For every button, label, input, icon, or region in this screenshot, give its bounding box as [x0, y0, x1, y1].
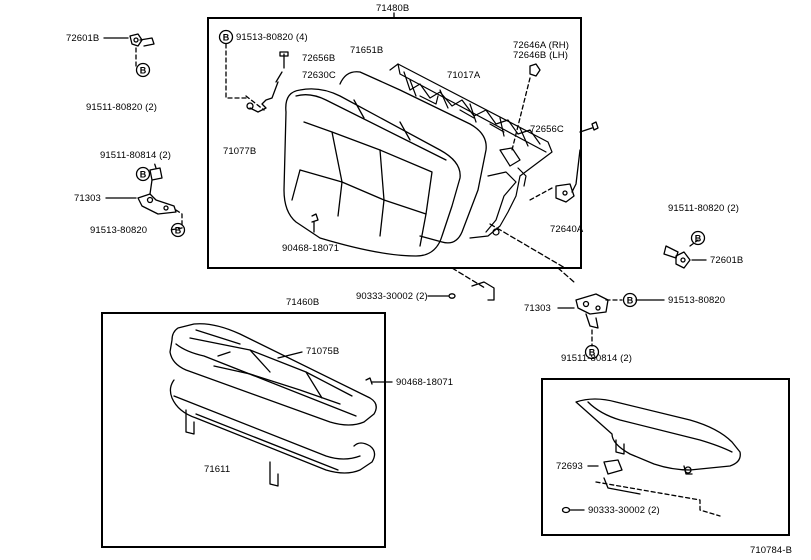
part-label-91513-80820-4: 91513-80820 (4)	[236, 32, 308, 43]
part-label-91513-80820-left: 91513-80820	[90, 225, 148, 236]
part-label-71651B: 71651B	[350, 45, 384, 56]
bolt-72656C	[579, 121, 599, 133]
callout-b-5: B	[695, 234, 702, 244]
part-label-90468-18071-lower: 90468-18071	[396, 377, 454, 388]
hinge-71303-left	[137, 167, 177, 215]
striker-72640A	[555, 149, 581, 203]
seat-cushion-71075B	[169, 323, 377, 426]
part-label-71611: 71611	[204, 464, 231, 475]
part-label-71077B: 71077B	[223, 146, 257, 157]
part-label-71303-right: 71303	[524, 303, 551, 314]
bracket-90333-30002-mid	[471, 281, 495, 301]
hinge-72630C	[246, 71, 283, 113]
part-label-91513-80820-right: 91513-80820	[668, 295, 726, 306]
part-label-72601B-right: 72601B	[710, 255, 744, 266]
seat-back-cushion	[283, 71, 487, 257]
detail-inset-frame	[541, 378, 790, 536]
part-label-72640A: 72640A	[550, 224, 584, 235]
callout-b-4: B	[175, 226, 182, 236]
inset-cushion-detail	[575, 398, 741, 517]
part-label-72630C: 72630C	[302, 70, 336, 81]
part-label-91511-80814-right: 91511-80814 (2)	[561, 353, 633, 364]
part-label-90333-30002-mid: 90333-30002 (2)	[356, 291, 428, 302]
callout-b-6: B	[627, 296, 634, 306]
part-label-71017A: 71017A	[447, 70, 481, 81]
seat-frame-71611	[169, 379, 376, 487]
part-label-71075B: 71075B	[306, 346, 340, 357]
part-label-72693: 72693	[556, 461, 583, 472]
callout-b-1: B	[223, 33, 230, 43]
callout-b-2: B	[140, 66, 147, 76]
hinge-71303-right	[575, 293, 609, 329]
lock-pin-72601B-right	[663, 245, 691, 269]
part-label-91511-80814-left: 91511-80814 (2)	[100, 150, 172, 161]
assembly-label-upper: 71480B	[376, 3, 410, 14]
part-label-72646A: 72646A (RH)	[513, 40, 570, 51]
part-label-91511-80820-left: 91511-80820 (2)	[86, 102, 158, 113]
part-label-72646B: 72646B (LH)	[513, 50, 568, 61]
part-label-90333-30002-inset: 90333-30002 (2)	[588, 505, 660, 516]
part-label-71303-left: 71303	[74, 193, 101, 204]
part-label-72656C: 72656C	[530, 124, 564, 135]
bolt-72656B	[279, 51, 289, 69]
lower-assembly-frame	[101, 312, 386, 548]
part-label-90468-18071-upper: 90468-18071	[282, 243, 340, 254]
figure-id: 710784-B	[750, 545, 793, 556]
lock-pin-72601B-left	[129, 33, 155, 47]
nut-72646	[529, 63, 541, 77]
callout-b-7: B	[589, 348, 596, 358]
assembly-label-lower: 71460B	[286, 297, 320, 308]
part-label-91511-80820-right: 91511-80820 (2)	[668, 203, 740, 214]
part-label-72656B: 72656B	[302, 53, 336, 64]
seat-back-frame	[389, 63, 553, 239]
callout-b-3: B	[140, 170, 147, 180]
part-label-72601B-left: 72601B	[66, 33, 100, 44]
